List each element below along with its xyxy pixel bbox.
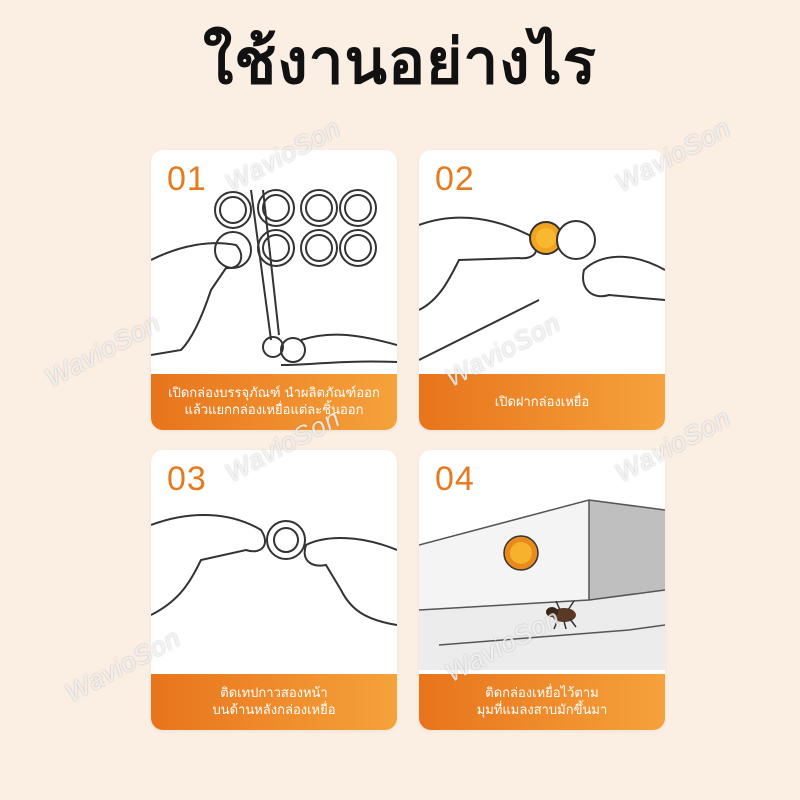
caption-line: ติดเทปกาวสองหน้า (220, 686, 328, 701)
caption-line: แล้วแยกกล่องเหยื่อแต่ละชิ้นออก (184, 403, 364, 418)
step-card-4: 04 ติดกล่องเหยื่อไว้ตาม มุมที่แมลงสาบมัก… (419, 450, 665, 730)
step-card-1: 01 เปิดกล่องบรรจุภัณฑ์ นำผลิตภัณฑ์ออก แล… (151, 150, 397, 430)
step-caption: เปิดกล่องบรรจุภัณฑ์ นำผลิตภัณฑ์ออก แล้วแ… (151, 374, 397, 430)
step-card-3: 03 ติดเทปกาวสองหน้า บนด้านหลังกล่องเหยื่… (151, 450, 397, 730)
caption-line: เปิดฝากล่องเหยื่อ (494, 394, 590, 410)
step-number: 04 (435, 460, 475, 498)
step-1-illustration (151, 189, 397, 366)
step-3-illustration (151, 513, 397, 626)
step-caption: ติดกล่องเหยื่อไว้ตาม มุมที่แมลงสาบมักขึ้… (419, 674, 665, 730)
caption-line: บนด้านหลังกล่องเหยื่อ (212, 703, 336, 718)
step-4-illustration (419, 499, 665, 670)
caption-line: เปิดกล่องบรรจุภัณฑ์ นำผลิตภัณฑ์ออก (168, 386, 380, 401)
step-number: 02 (435, 160, 475, 198)
caption-line: ติดกล่องเหยื่อไว้ตาม (485, 686, 599, 701)
page-title: ใช้งานอย่างไร (203, 25, 597, 98)
cockroach-icon (546, 600, 577, 630)
step-card-2: 02 เปิดฝากล่องเหยื่อ (419, 150, 665, 430)
step-number: 03 (167, 460, 207, 498)
step-caption: เปิดฝากล่องเหยื่อ (419, 374, 665, 430)
step-2-illustration (419, 216, 665, 361)
watermark: WavioSon (40, 307, 166, 393)
caption-line: มุมที่แมลงสาบมักขึ้นมา (476, 703, 608, 718)
step-number: 01 (167, 160, 207, 198)
step-caption: ติดเทปกาวสองหน้า บนด้านหลังกล่องเหยื่อ (151, 674, 397, 730)
